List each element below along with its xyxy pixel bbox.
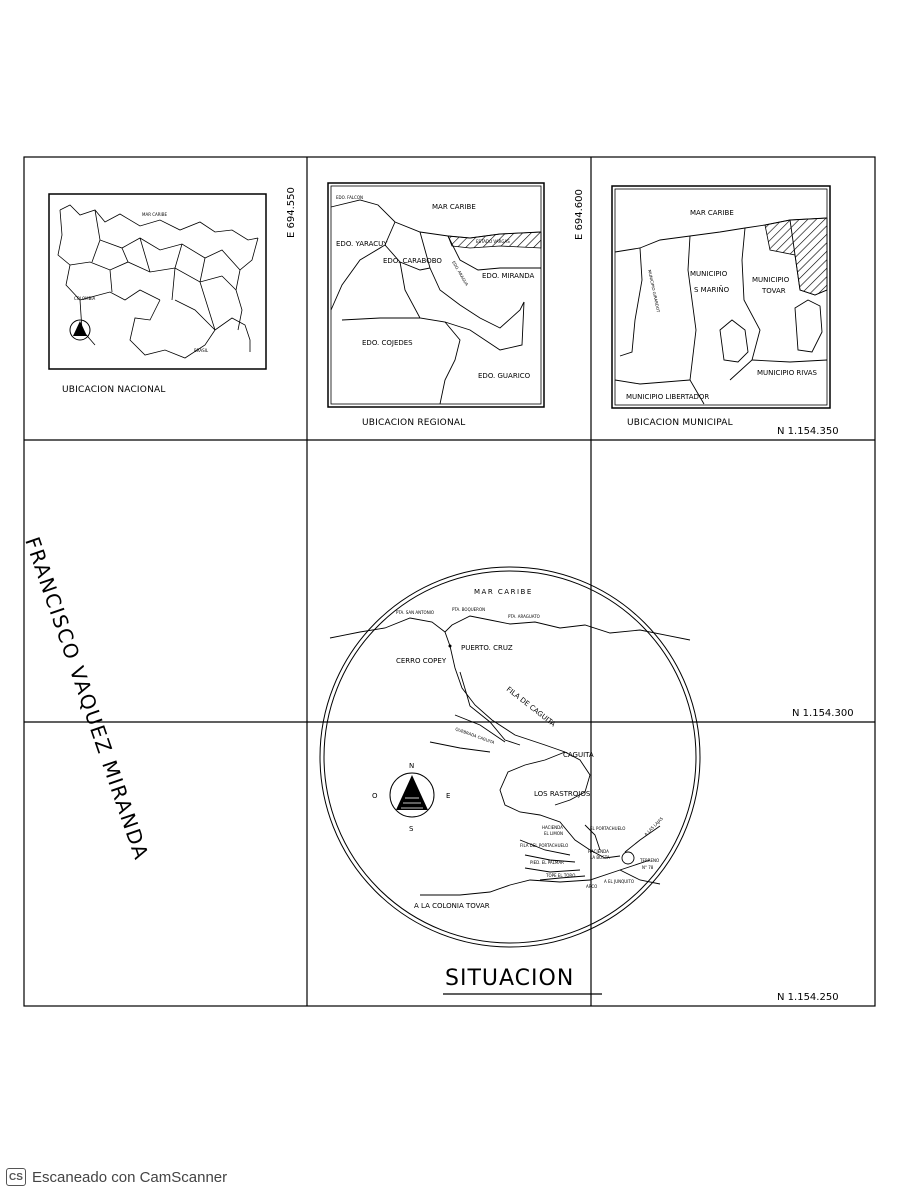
municipal-girardot: MUNICIPIO GIRARDOT [647,269,661,313]
nacional-brasil: BRASIL [194,348,209,353]
ubicacion-regional-panel: MAR CARIBE EDO. FALCON EDO. YARACUY EDO.… [327,182,545,428]
camscanner-footer: CS Escaneado con CamScanner [6,1166,227,1188]
compass-e: E [446,792,450,800]
sit-pta-boqueron: PTA. BOQUERON [452,607,485,612]
sit-caguita: CAGUITA [563,751,594,759]
regional-carabobo: EDO. CARABOBO [383,257,442,265]
grid [23,156,876,1007]
compass-s: S [409,825,414,833]
regional-falcon: EDO. FALCON [336,195,363,200]
municipal-rivas: MUNICIPIO RIVAS [757,369,817,377]
sit-hacienda-bosta-2: LA BOSTA [590,855,610,860]
nacional-mar-caribe: MAR CARIBE [142,212,167,217]
ubicacion-municipal-panel: MAR CARIBE MUNICIPIO GIRARDOT MUNICIPIO … [611,185,831,428]
sit-cerro-copey: CERRO COPEY [396,657,447,665]
coord-n-1154350: N 1.154.350 [777,426,839,437]
sit-fila-portachuelo: FILA DEL PORTACHUELO [520,843,568,848]
sit-a-la-colonia-tovar: A LA COLONIA TOVAR [414,902,490,910]
municipal-mar-caribe: MAR CARIBE [690,209,734,217]
caption-ubicacion-regional: UBICACION REGIONAL [362,418,465,428]
sit-hacienda-limon-1: HACIENDA [542,825,563,830]
caption-ubicacion-nacional: UBICACION NACIONAL [62,385,166,395]
coord-n-1154250: N 1.154.250 [777,992,839,1003]
caption-ubicacion-municipal: UBICACION MUNICIPAL [627,418,733,428]
regional-vargas: ESTADO VARGAS [476,239,510,244]
sit-a-las-lajas: A LAS LAJAS [643,816,664,837]
sit-hacienda-limon-2: EL LIMON [544,831,563,836]
camscanner-text: Escaneado con CamScanner [32,1168,228,1186]
regional-mar-caribe: MAR CARIBE [432,203,476,211]
sit-mar-caribe: MAR CARIBE [474,588,533,596]
sit-arco: ARCO [586,884,597,889]
sit-pta-san-antonio: PTA. SAN ANTONIO [396,610,434,615]
sit-el-portachuelo: EL PORTACHUELO [590,826,625,831]
coord-n-1154300: N 1.154.300 [792,708,854,719]
situacion-map: MAR CARIBE PTA. SAN ANTONIO PTA. BOQUERO… [319,566,701,995]
sit-terreno-2: N° 78 [642,865,654,870]
sit-los-rastrojos: LOS RASTROJOS [534,790,591,798]
municipal-tovar-line2: TOVAR [761,287,786,295]
municipal-libertador: MUNICIPIO LIBERTADOR [626,393,709,401]
camscanner-logo-icon: CS [6,1168,26,1186]
sit-hacienda-bosta-1: HACIENDA [588,849,609,854]
compass-o: O [372,792,378,800]
compass-rose-icon: N S E O [372,762,450,833]
coord-e-694600: E 694.600 [574,189,585,240]
regional-guarico: EDO. GUARICO [478,372,531,380]
compass-n: N [409,762,414,770]
regional-yaracuy: EDO. YARACUY [336,240,388,248]
regional-miranda: EDO. MIRANDA [482,272,534,280]
municipal-marino-line1: MUNICIPIO [690,270,728,278]
coord-e-694550: E 694.550 [286,187,297,238]
sit-quebrada-caguita: QUEBRADA CAGUITA [455,726,496,745]
nacional-colombia: COLOMBIA [74,296,96,301]
ubicacion-nacional-panel: MAR CARIBE COLOMBIA BRASIL UBICACION NAC… [48,193,267,395]
situacion-title: SITUACION [445,966,574,991]
sit-terreno-1: TERRENO [639,858,659,863]
sit-a-el-junquito: A EL JUNQUITO [604,879,634,884]
north-arrow-icon [69,319,91,341]
sit-puerto-cruz: PUERTO. CRUZ [461,644,513,652]
side-name-text: FRANCISCO VAQUEZ MIRANDA [20,534,153,864]
municipal-marino-line2: S MARIÑO [694,285,730,294]
sit-pied-el-palmar: PIED. EL PALMAR [530,860,564,865]
regional-cojedes: EDO. COJEDES [362,339,413,347]
sit-pta-araguato: PTA. ARAGUATO [508,614,540,619]
municipal-tovar-line1: MUNICIPIO [752,276,790,284]
sit-tope-el-toro: TOPE EL TORO [545,873,575,878]
